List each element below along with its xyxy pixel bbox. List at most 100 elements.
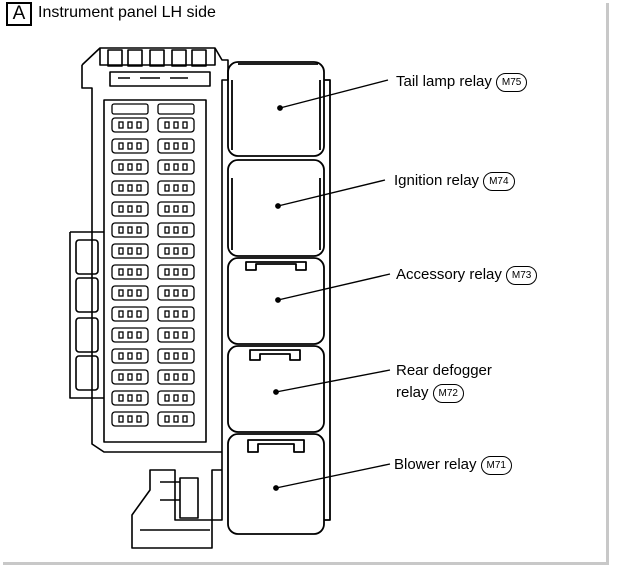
fuse-terminal (136, 268, 142, 276)
fuse-terminal (173, 373, 179, 381)
fuse-terminal (118, 268, 124, 276)
fuse-terminal (182, 163, 188, 171)
section-title: Instrument panel LH side (38, 4, 216, 21)
fuse-cell (157, 285, 195, 301)
fuse-cell (157, 117, 195, 133)
fuse-block-housing (81, 47, 229, 549)
fuse-terminal (182, 352, 188, 360)
fuse-terminal (118, 415, 124, 423)
fuse-cell (157, 138, 195, 154)
fuse-cell (111, 201, 149, 217)
fuse-cell (157, 243, 195, 259)
fuse-terminal (164, 373, 170, 381)
fuse-terminal (127, 331, 133, 339)
fuse-terminal (173, 205, 179, 213)
fuse-cell (111, 264, 149, 280)
fuse-cell (111, 117, 149, 133)
fuse-cell (157, 411, 195, 427)
relay-body-ignition (227, 159, 325, 257)
fuse-cell (111, 243, 149, 259)
fuse-cell (157, 348, 195, 364)
fuse-terminal (182, 184, 188, 192)
fuse-terminal (136, 226, 142, 234)
fuse-terminal (136, 394, 142, 402)
side-connector-slot (75, 277, 99, 313)
fuse-terminal (182, 289, 188, 297)
fuse-terminal (118, 163, 124, 171)
fuse-terminal (164, 205, 170, 213)
fuse-cell (111, 327, 149, 343)
relay-body-tail-lamp (227, 61, 325, 157)
fuse-terminal (173, 142, 179, 150)
fuse-cell (111, 390, 149, 406)
relay-label: Blower relay (394, 456, 477, 473)
fuse-terminal (127, 394, 133, 402)
fuse-terminal (136, 163, 142, 171)
leader-dot (275, 203, 281, 209)
fuse-terminal (136, 247, 142, 255)
fuse-header-slot (111, 103, 149, 115)
connector-badge: M71 (480, 455, 512, 475)
fuse-terminal (164, 184, 170, 192)
fuse-terminal (182, 121, 188, 129)
leader-line-blower (275, 463, 391, 489)
fuse-cell (157, 264, 195, 280)
relay-label: Tail lamp relay (396, 73, 492, 90)
connector-badge: M75 (495, 72, 528, 92)
fuse-terminal (127, 163, 133, 171)
fuse-terminal (118, 205, 124, 213)
leader-dot (273, 389, 279, 395)
fuse-terminal (136, 352, 142, 360)
fuse-terminal (182, 142, 188, 150)
connector-latch (107, 49, 123, 67)
relay-body-blower (227, 433, 325, 535)
leader-line-ignition (277, 179, 386, 207)
fuse-terminal (173, 394, 179, 402)
connector-badge: M74 (483, 171, 515, 191)
fuse-cell (111, 285, 149, 301)
fuse-terminal (136, 373, 142, 381)
fuse-terminal (136, 142, 142, 150)
fuse-terminal (182, 331, 188, 339)
side-connector-slot (75, 317, 99, 353)
side-connector-slot (75, 355, 99, 391)
fuse-cell (157, 327, 195, 343)
connector-latch (191, 49, 207, 67)
connector-badge: M73 (505, 265, 538, 285)
fuse-terminal (164, 415, 170, 423)
fuse-terminal (127, 226, 133, 234)
fuse-terminal (164, 310, 170, 318)
fuse-terminal (173, 310, 179, 318)
fuse-cell (157, 180, 195, 196)
fuse-header-slot (157, 103, 195, 115)
fuse-terminal (118, 184, 124, 192)
fuse-terminal (127, 352, 133, 360)
fuse-terminal (164, 394, 170, 402)
leader-line-rear-defogger (275, 369, 391, 393)
side-connector (69, 231, 104, 399)
fuse-terminal (182, 373, 188, 381)
fuse-terminal (182, 247, 188, 255)
fuse-terminal (127, 184, 133, 192)
fuse-cell (111, 138, 149, 154)
fuse-cell (157, 390, 195, 406)
fuse-cell (111, 159, 149, 175)
fuse-terminal (182, 310, 188, 318)
fuse-terminal (118, 121, 124, 129)
fuse-terminal (173, 331, 179, 339)
fuse-cell (111, 222, 149, 238)
fuse-terminal (136, 184, 142, 192)
fuse-terminal (127, 373, 133, 381)
relay-label-line2: relay (396, 384, 429, 401)
fuse-block-outline (81, 65, 222, 453)
fuse-terminal (136, 121, 142, 129)
fuse-terminal (173, 415, 179, 423)
leader-dot (275, 297, 281, 303)
fuse-terminal (164, 289, 170, 297)
fuse-terminal (173, 121, 179, 129)
